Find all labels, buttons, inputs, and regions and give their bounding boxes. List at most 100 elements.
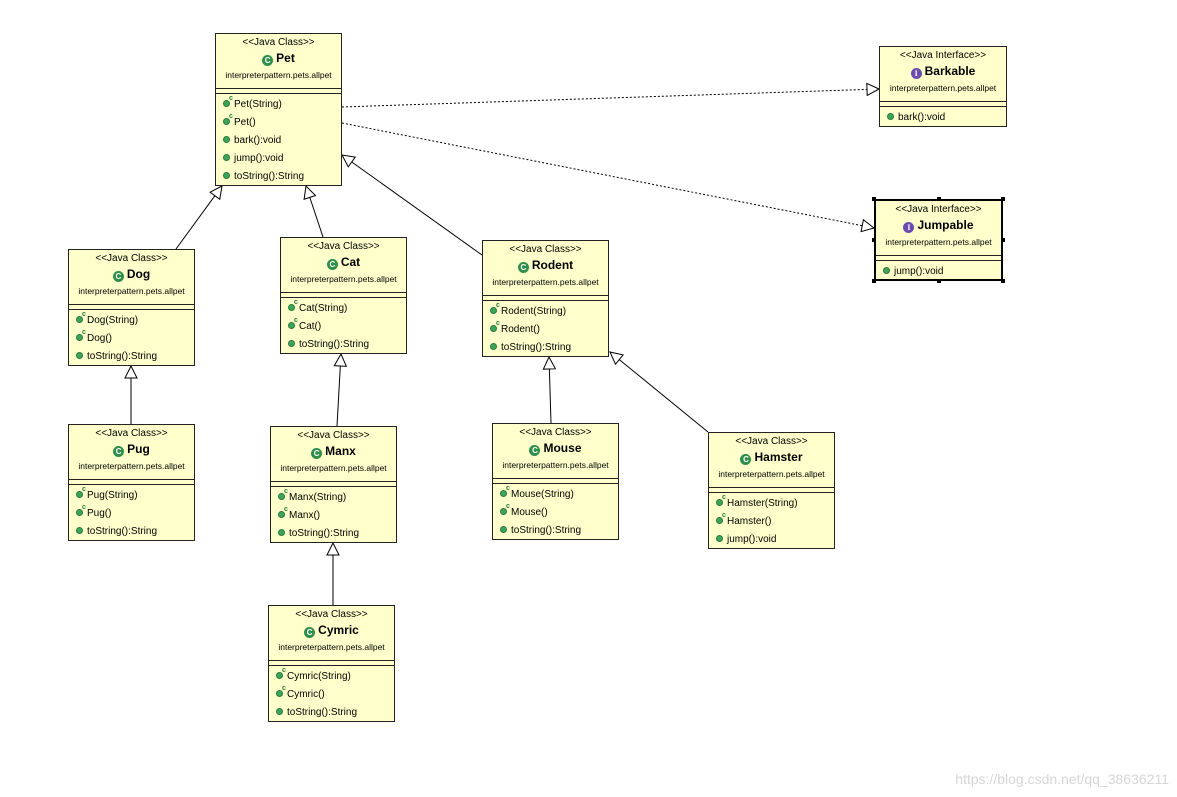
hollow-arrowhead <box>341 154 357 168</box>
stereotype-label: <<Java Class>> <box>519 427 592 438</box>
relation-line <box>341 88 868 108</box>
generalization-arrow-cat-pet[interactable] <box>303 184 324 238</box>
realization-arrow-pet-barkable[interactable] <box>341 82 881 108</box>
class-name: Pet <box>276 51 295 65</box>
method-item[interactable]: jump():void <box>876 263 1001 281</box>
method-item[interactable]: toString():String <box>216 168 341 186</box>
constructor-icon: c <box>223 113 233 125</box>
class-name: Jumpable <box>917 218 974 232</box>
method-item[interactable]: toString():String <box>69 348 194 366</box>
compartment-divider <box>69 304 194 310</box>
constructor-icon: c <box>276 667 286 679</box>
constructor-icon: c <box>223 95 233 107</box>
generalization-arrow-rodent-pet[interactable] <box>341 154 483 256</box>
method-item[interactable]: jump():void <box>216 150 341 168</box>
selection-handle[interactable] <box>872 197 876 201</box>
class-name: Cat <box>340 255 361 269</box>
generalization-arrow-dog-pet[interactable] <box>175 185 223 250</box>
method-item[interactable]: toString():String <box>483 339 608 357</box>
method-item[interactable]: toString():String <box>269 704 394 722</box>
constructor-mark: c <box>294 317 298 324</box>
generalization-arrow-cymric-manx[interactable] <box>326 541 340 605</box>
selection-handle[interactable] <box>1001 197 1005 201</box>
constructor-icon: c <box>490 302 500 314</box>
method-item[interactable]: bark():void <box>880 109 1006 127</box>
generalization-arrow-mouse-rodent[interactable] <box>542 355 557 424</box>
compartment-divider <box>69 479 194 485</box>
selection-handle[interactable] <box>872 238 876 242</box>
constructor-icon: c <box>76 486 86 498</box>
selection-handle[interactable] <box>872 279 876 283</box>
constructor-mark: c <box>82 329 86 336</box>
selection-handle[interactable] <box>936 279 941 283</box>
selection-handle[interactable] <box>1001 279 1005 283</box>
method-item[interactable]: jump():void <box>709 531 834 549</box>
public-method-icon <box>500 526 507 533</box>
method-item[interactable]: toString():String <box>281 336 406 354</box>
member-signature: Rodent() <box>501 324 540 335</box>
constructor-icon: c <box>288 299 298 311</box>
package-label: interpreterpattern.pets.allpet <box>78 286 185 296</box>
class-name: Hamster <box>754 450 803 464</box>
stereotype-label: <<Java Interface>> <box>899 50 987 61</box>
generalization-arrow-hamster-rodent[interactable] <box>609 351 709 433</box>
member-signature: bark():void <box>234 135 282 146</box>
class-icon: C <box>517 262 529 273</box>
constructor-mark: c <box>506 503 510 510</box>
package-label: interpreterpattern.pets.allpet <box>280 463 387 473</box>
selection-handle[interactable] <box>936 197 941 201</box>
member-signature: toString():String <box>234 171 305 182</box>
generalization-arrow-pug-dog[interactable] <box>124 364 138 424</box>
selection-handle[interactable] <box>1001 238 1005 242</box>
method-item[interactable]: toString():String <box>493 522 618 540</box>
class-icon: C <box>304 627 316 638</box>
member-signature: toString():String <box>299 339 370 350</box>
method-item[interactable]: toString():String <box>271 525 396 543</box>
method-item[interactable]: bark():void <box>216 132 341 150</box>
stereotype-label: <<Java Class>> <box>297 430 370 441</box>
method-item[interactable]: toString():String <box>69 523 194 541</box>
member-signature: bark():void <box>898 112 946 123</box>
realization-arrow-pet-jumpable[interactable] <box>341 122 876 233</box>
stereotype-label: <<Java Class>> <box>509 244 582 255</box>
public-method-icon <box>288 340 295 347</box>
constructor-mark: c <box>229 113 233 120</box>
generalization-arrow-manx-cat[interactable] <box>333 352 348 427</box>
package-label: interpreterpattern.pets.allpet <box>889 83 997 93</box>
